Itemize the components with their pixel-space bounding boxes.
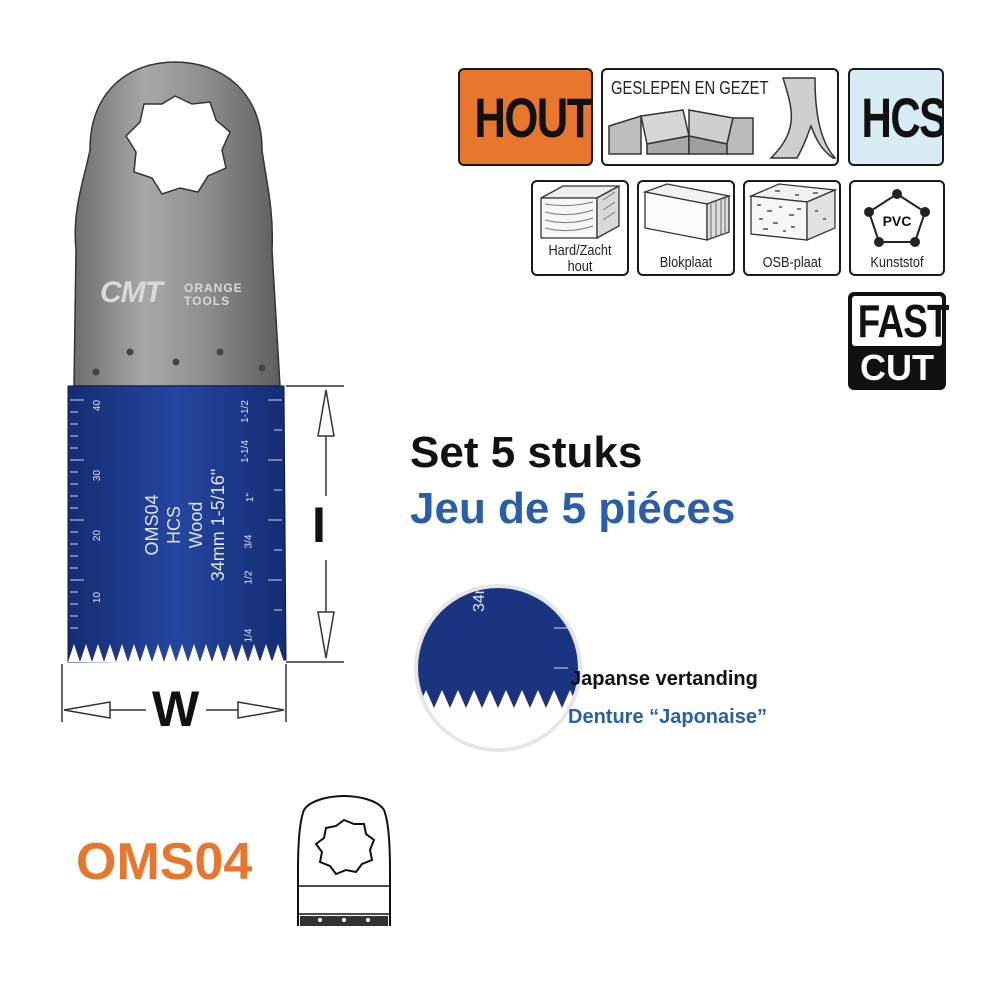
dimension-length-label: I (312, 497, 326, 553)
dimension-lines (61, 385, 344, 722)
material-blockboard-badge: Blokplaat (637, 180, 735, 276)
blade-outline-icon (297, 794, 391, 926)
material-osb-badge: OSB-plaat (743, 180, 841, 276)
fast-cut-badge: FAST CUT (848, 292, 950, 390)
dimension-width-label: W (152, 681, 200, 737)
blade-brand-sub2: TOOLS (184, 294, 231, 308)
hardwood-label-line1: Hard/Zacht (548, 242, 612, 259)
blade-imperial-scale (268, 399, 282, 611)
material-wood-badge: HOUT (458, 68, 593, 166)
svg-text:34mm: 34mm (471, 588, 488, 612)
material-wood-label: HOUT (474, 86, 592, 149)
blade-rivets (92, 348, 266, 376)
blockboard-icon (642, 183, 732, 241)
material-plastic-badge: PVC Kunststof (849, 180, 945, 276)
fast-cut-top-panel (852, 296, 942, 346)
pvc-label: PVC (882, 213, 912, 229)
zoom-blade-detail: 34mm (418, 588, 578, 748)
blade-teeth (68, 644, 284, 662)
plastic-label: Kunststof (870, 254, 924, 271)
osb-board-icon (748, 183, 838, 241)
blade-brand-sub1: ORANGE (184, 281, 243, 295)
blade-metric-scale (70, 399, 84, 629)
blade-mount-hole (125, 95, 231, 195)
ground-set-label: GESLEPEN EN GEZET (611, 78, 769, 98)
hardwood-label-line2: hout (567, 258, 593, 275)
teeth-zoom-circle: 34mm (414, 584, 582, 752)
pvc-plastic-icon (864, 189, 930, 247)
japanese-teeth-label-dutch: Japanse vertanding (570, 668, 758, 690)
blade-brand-logo: CMT (100, 276, 163, 309)
set-title-dutch: Set 5 stuks (410, 428, 643, 477)
osb-label: OSB-plaat (762, 254, 822, 271)
set-title-french: Jeu de 5 piéces (410, 484, 736, 533)
steel-hcs-badge: HCS (848, 68, 944, 166)
japanese-teeth-label-french: Denture “Japonaise” (568, 706, 767, 728)
blade-illustration (67, 61, 287, 663)
material-hardwood-badge: Hard/Zacht hout (531, 180, 629, 276)
ground-set-badge: GESLEPEN EN GEZET (601, 68, 839, 166)
cut-label: CUT (860, 347, 934, 388)
blade-steel-body (73, 61, 281, 387)
blade-blue-body (67, 385, 287, 663)
ground-set-teeth-icon (608, 77, 837, 159)
fast-label: FAST (857, 295, 950, 347)
blockboard-label: Blokplaat (659, 254, 713, 271)
product-code: OMS04 (76, 833, 253, 891)
steel-hcs-label: HCS (861, 86, 944, 149)
hardwood-icon (540, 184, 620, 240)
